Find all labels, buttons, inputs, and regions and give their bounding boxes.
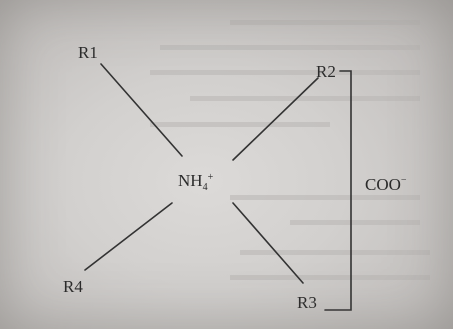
- center-label-main: NH: [178, 171, 203, 190]
- bond-r2: [232, 77, 319, 161]
- bond-r3: [232, 202, 304, 284]
- label-r1: R1: [78, 43, 98, 62]
- carboxylate-label-main: COO: [365, 175, 401, 194]
- center-label-subscript: 4: [203, 182, 208, 193]
- bond-r4: [84, 202, 173, 271]
- carboxylate-label-superscript: −: [401, 175, 407, 186]
- center-label-superscript: +: [208, 172, 214, 183]
- label-r4: R4: [63, 277, 83, 296]
- label-r3: R3: [297, 293, 317, 312]
- carboxylate-label: COO−: [365, 175, 407, 194]
- bond-r1: [100, 63, 183, 157]
- bracket: [324, 70, 352, 311]
- center-label: NH4+: [178, 171, 214, 193]
- label-r2: R2: [316, 62, 336, 81]
